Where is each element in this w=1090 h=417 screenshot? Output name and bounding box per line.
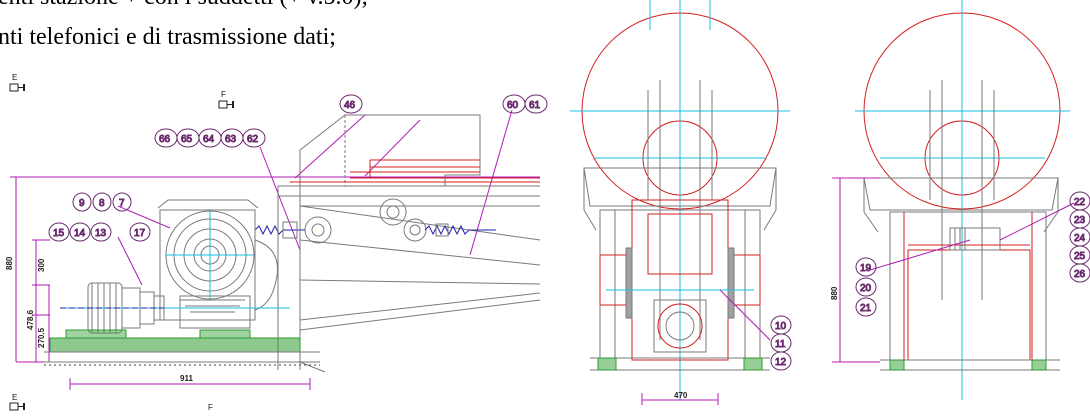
svg-text:21: 21 bbox=[860, 303, 872, 314]
callout-bubbles-right: 19 20 21 22 23 24 25 26 bbox=[855, 191, 1090, 317]
bubble-25: 25 bbox=[1069, 245, 1090, 265]
bubble-7: 7 bbox=[112, 192, 132, 212]
dim-height-right: 880 bbox=[830, 286, 839, 300]
callout-bubbles-side: 46 60 61 66 65 64 63 62 9 8 7 15 14 13 1… bbox=[48, 94, 548, 242]
bubble-17: 17 bbox=[129, 222, 151, 242]
bubble-60: 60 bbox=[502, 94, 526, 114]
svg-text:13: 13 bbox=[95, 228, 107, 239]
dim-height-mid: 478.6 bbox=[26, 309, 35, 330]
svg-text:22: 22 bbox=[1074, 197, 1086, 208]
svg-text:46: 46 bbox=[344, 100, 356, 111]
svg-text:23: 23 bbox=[1074, 215, 1086, 226]
bubble-14: 14 bbox=[69, 222, 91, 242]
svg-text:24: 24 bbox=[1074, 233, 1086, 244]
svg-text:65: 65 bbox=[181, 134, 193, 145]
svg-text:11: 11 bbox=[775, 339, 786, 350]
bubble-61: 61 bbox=[524, 94, 548, 114]
bubble-46: 46 bbox=[339, 94, 363, 114]
svg-text:14: 14 bbox=[74, 228, 86, 239]
bubble-12: 12 bbox=[770, 351, 792, 371]
section-mark-f-top: F bbox=[218, 90, 234, 109]
bubble-9: 9 bbox=[72, 192, 92, 212]
bubble-62: 62 bbox=[242, 128, 266, 148]
bubble-8: 8 bbox=[92, 192, 112, 212]
svg-text:61: 61 bbox=[529, 100, 541, 111]
bubble-66: 66 bbox=[154, 128, 178, 148]
bubble-19: 19 bbox=[855, 257, 877, 277]
bubble-23: 23 bbox=[1069, 209, 1090, 229]
bubble-24: 24 bbox=[1069, 227, 1090, 247]
bubble-11: 11 bbox=[770, 333, 792, 353]
dim-width-center: 470 bbox=[674, 391, 688, 400]
bubble-21: 21 bbox=[855, 297, 877, 317]
svg-text:66: 66 bbox=[159, 134, 171, 145]
bubble-15: 15 bbox=[48, 222, 70, 242]
svg-text:20: 20 bbox=[860, 283, 872, 294]
bubble-10: 10 bbox=[770, 315, 792, 335]
svg-text:63: 63 bbox=[225, 134, 237, 145]
section-mark-e-top: E bbox=[9, 73, 25, 92]
body-text-line-second: nti telefonici e di trasmissione dati; bbox=[0, 24, 336, 50]
svg-text:19: 19 bbox=[860, 263, 872, 274]
svg-text:60: 60 bbox=[507, 100, 519, 111]
side-view: E F E F 880 478.6 300 270.5 911 bbox=[5, 73, 541, 412]
svg-text:10: 10 bbox=[775, 321, 787, 332]
bubble-65: 65 bbox=[176, 128, 200, 148]
svg-text:62: 62 bbox=[247, 134, 259, 145]
section-mark-f-bottom: F bbox=[208, 403, 213, 412]
svg-text:17: 17 bbox=[134, 228, 146, 239]
front-view-center: 470 bbox=[570, 0, 790, 405]
svg-text:15: 15 bbox=[53, 228, 65, 239]
dim-height-low: 270.5 bbox=[37, 327, 46, 348]
svg-text:8: 8 bbox=[99, 198, 105, 209]
section-mark-e-bottom-label: E bbox=[12, 393, 17, 402]
bubble-63: 63 bbox=[220, 128, 244, 148]
section-mark-f-top-label: F bbox=[221, 90, 226, 99]
dim-height-300: 300 bbox=[37, 258, 46, 272]
bubble-22: 22 bbox=[1069, 191, 1090, 211]
section-mark-e-bottom: E bbox=[9, 393, 25, 411]
bubble-64: 64 bbox=[198, 128, 222, 148]
callout-bubbles-center: 10 11 12 bbox=[770, 315, 792, 371]
bubble-26: 26 bbox=[1069, 263, 1090, 283]
dim-height-main: 880 bbox=[5, 256, 14, 270]
section-mark-e-top-label: E bbox=[12, 73, 17, 82]
front-view-right: 880 bbox=[830, 0, 1075, 400]
svg-text:12: 12 bbox=[775, 357, 787, 368]
svg-text:64: 64 bbox=[203, 134, 215, 145]
svg-text:9: 9 bbox=[79, 198, 85, 209]
dim-width-base: 911 bbox=[180, 374, 193, 383]
bubble-13: 13 bbox=[90, 222, 112, 242]
body-text-line-top: enti stazione + con i suddetti (+ v.5.0)… bbox=[0, 0, 368, 11]
bubble-20: 20 bbox=[855, 277, 877, 297]
svg-text:7: 7 bbox=[119, 198, 125, 209]
svg-text:26: 26 bbox=[1074, 269, 1086, 280]
svg-text:25: 25 bbox=[1074, 251, 1086, 262]
